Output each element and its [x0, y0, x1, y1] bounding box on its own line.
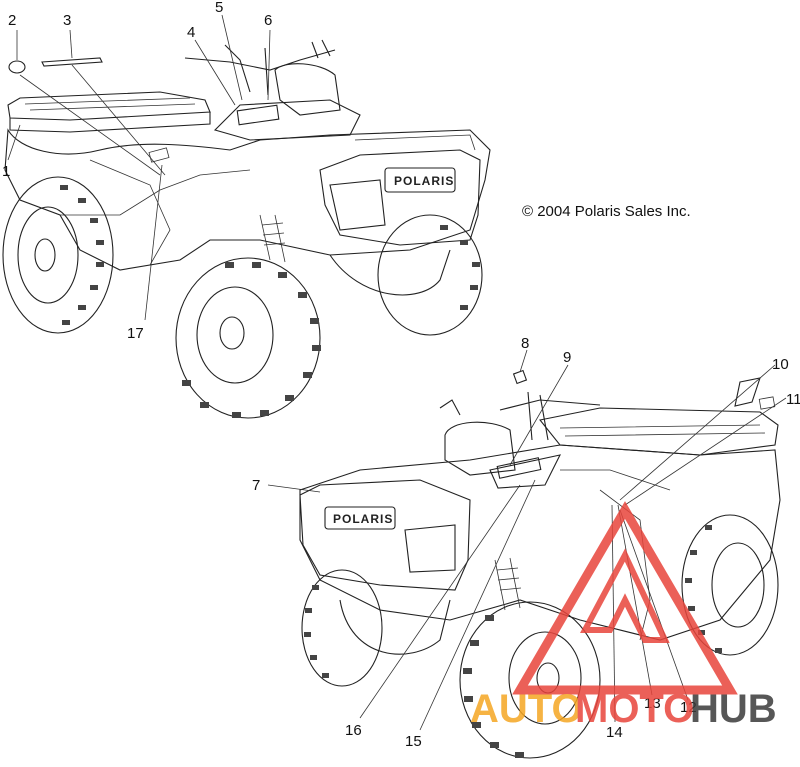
- wheel-rear-left: [2, 176, 114, 334]
- callout-5: 5: [215, 0, 223, 16]
- wheel-front-left-top: [175, 257, 321, 419]
- callout-2: 2: [8, 12, 16, 29]
- wheel-rear-far: [301, 569, 383, 687]
- watermark-text-auto: AUTO: [470, 687, 583, 731]
- wheel-front-right-top: [377, 214, 483, 336]
- callout-3: 3: [63, 12, 71, 29]
- callout-labels: 1 2 3 4 5 6 7 8 9 10 11 12 13 14 15 16 1…: [2, 0, 800, 750]
- atv-front-three-quarter-view: POLARIS: [299, 369, 781, 759]
- decal-2-oval: [8, 60, 26, 74]
- callout-10: 10: [772, 356, 789, 373]
- callout-14: 14: [606, 724, 623, 741]
- callout-13: 13: [644, 695, 661, 712]
- callout-9: 9: [563, 349, 571, 366]
- callout-1: 1: [2, 163, 10, 180]
- watermark-text-moto: MOTO: [575, 687, 694, 731]
- callout-7: 7: [252, 477, 260, 494]
- decal-10-panel: [734, 377, 761, 407]
- callout-17: 17: [127, 325, 144, 342]
- callout-8: 8: [521, 335, 529, 352]
- copyright-text: © 2004 Polaris Sales Inc.: [522, 203, 691, 220]
- decal-3-strip: [41, 57, 103, 67]
- callout-4: 4: [187, 24, 195, 41]
- watermark-logo: AUTO MOTO HUB: [470, 501, 777, 731]
- watermark-text-hub: HUB: [690, 687, 777, 731]
- wheel-front-bottom: [459, 601, 601, 759]
- callout-12: 12: [680, 699, 697, 716]
- polaris-logo-top: POLARIS: [394, 174, 454, 188]
- callout-16: 16: [345, 722, 362, 739]
- leader-lines: [7, 14, 787, 731]
- polaris-logo-bottom: POLARIS: [333, 512, 393, 526]
- decal-8-small: [512, 369, 528, 385]
- atv-rear-three-quarter-view: POLARIS: [2, 39, 491, 419]
- callout-15: 15: [405, 733, 422, 750]
- callout-6: 6: [264, 12, 272, 29]
- callout-11: 11: [786, 391, 800, 408]
